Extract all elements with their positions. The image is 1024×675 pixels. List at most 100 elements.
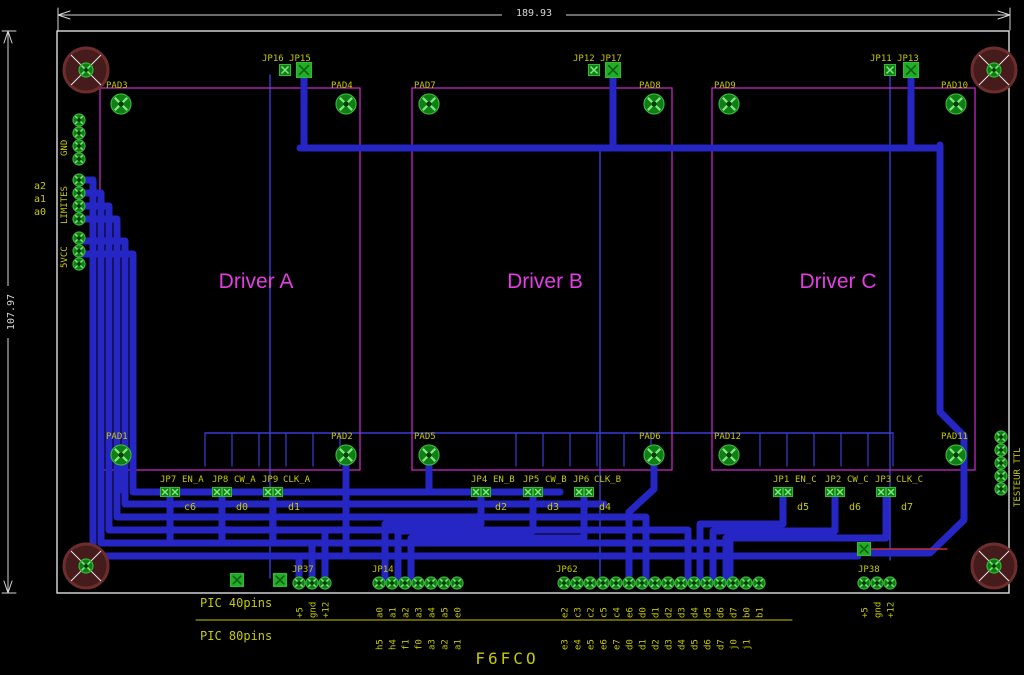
right-connector-pin[interactable] bbox=[994, 482, 1008, 496]
copper-trace[interactable] bbox=[625, 463, 658, 584]
hole-center-pad[interactable] bbox=[986, 62, 1002, 78]
left-connector-pin[interactable] bbox=[72, 186, 86, 200]
jp62-pin[interactable] bbox=[726, 576, 740, 590]
left-connector-pin[interactable] bbox=[72, 152, 86, 166]
pad-pad2[interactable] bbox=[335, 444, 357, 466]
jumper-pad[interactable] bbox=[470, 486, 482, 498]
jp62-pin[interactable] bbox=[739, 576, 753, 590]
jp62-pin[interactable] bbox=[635, 576, 649, 590]
left-connector-pin[interactable] bbox=[72, 126, 86, 140]
jp37-pin[interactable] bbox=[292, 576, 306, 590]
top-jumper-pad[interactable] bbox=[587, 63, 601, 77]
board-outline[interactable] bbox=[56, 30, 1010, 594]
left-connector-pin[interactable] bbox=[72, 139, 86, 153]
jp14-pin[interactable] bbox=[411, 576, 425, 590]
right-connector-pin[interactable] bbox=[994, 469, 1008, 483]
left-connector-pin[interactable] bbox=[72, 113, 86, 127]
solder-jumper-pad[interactable] bbox=[272, 572, 288, 588]
pad-pad3[interactable] bbox=[110, 93, 132, 115]
jp38-pin[interactable] bbox=[883, 576, 897, 590]
top-jumper-pad[interactable] bbox=[604, 61, 622, 79]
copper-trace[interactable] bbox=[78, 202, 692, 584]
mounting-hole[interactable] bbox=[62, 542, 110, 590]
jumper-pad[interactable] bbox=[480, 486, 492, 498]
jp62-pin[interactable] bbox=[622, 576, 636, 590]
jp62-pin[interactable] bbox=[609, 576, 623, 590]
pad-pad12[interactable] bbox=[718, 444, 740, 466]
pad-pad1[interactable] bbox=[110, 444, 132, 466]
jumper-pad[interactable] bbox=[782, 486, 794, 498]
jp62-pin[interactable] bbox=[648, 576, 662, 590]
right-connector-pin[interactable] bbox=[994, 443, 1008, 457]
jp38-pin[interactable] bbox=[870, 576, 884, 590]
right-connector-pin[interactable] bbox=[994, 456, 1008, 470]
left-connector-pin[interactable] bbox=[72, 231, 86, 245]
jp62-pin[interactable] bbox=[596, 576, 610, 590]
jumper-pad[interactable] bbox=[159, 486, 171, 498]
jp62-pin[interactable] bbox=[687, 576, 701, 590]
jp14-pin[interactable] bbox=[372, 576, 386, 590]
top-jumper-pad[interactable] bbox=[902, 61, 920, 79]
pad-pad8[interactable] bbox=[643, 93, 665, 115]
jumper-pad[interactable] bbox=[221, 486, 233, 498]
jp14-pin[interactable] bbox=[424, 576, 438, 590]
copper-trace[interactable] bbox=[78, 250, 564, 496]
jumper-pad[interactable] bbox=[885, 486, 897, 498]
hole-center-pad[interactable] bbox=[78, 558, 94, 574]
left-connector-pin[interactable] bbox=[72, 173, 86, 187]
jp62-pin[interactable] bbox=[557, 576, 571, 590]
top-jumper-pad[interactable] bbox=[278, 63, 292, 77]
top-jumper-pad[interactable] bbox=[295, 61, 313, 79]
copper-trace[interactable] bbox=[394, 493, 537, 584]
pad-pad6[interactable] bbox=[643, 444, 665, 466]
pad-pad4[interactable] bbox=[335, 93, 357, 115]
jp62-pin[interactable] bbox=[583, 576, 597, 590]
driver-outline-b[interactable] bbox=[411, 87, 673, 471]
jp62-pin[interactable] bbox=[674, 576, 688, 590]
copper-trace[interactable] bbox=[868, 141, 968, 557]
driver-outline-c[interactable] bbox=[711, 87, 976, 471]
jp37-pin[interactable] bbox=[318, 576, 332, 590]
jp62-pin[interactable] bbox=[713, 576, 727, 590]
pad-pad5[interactable] bbox=[418, 444, 440, 466]
hole-center-pad[interactable] bbox=[78, 62, 94, 78]
left-connector-pin[interactable] bbox=[72, 244, 86, 258]
jp62-pin[interactable] bbox=[700, 576, 714, 590]
jp62-pin[interactable] bbox=[661, 576, 675, 590]
jp14-pin[interactable] bbox=[437, 576, 451, 590]
copper-trace[interactable] bbox=[722, 493, 890, 584]
jumper-pad[interactable] bbox=[272, 486, 284, 498]
solder-jumper-pad[interactable] bbox=[856, 541, 872, 557]
jp14-pin[interactable] bbox=[385, 576, 399, 590]
jumper-pad[interactable] bbox=[573, 486, 585, 498]
copper-trace[interactable] bbox=[78, 176, 862, 560]
jumper-pad[interactable] bbox=[875, 486, 887, 498]
pad-pad10[interactable] bbox=[945, 93, 967, 115]
jumper-pad[interactable] bbox=[583, 486, 595, 498]
copper-trace[interactable] bbox=[696, 493, 787, 584]
left-connector-pin[interactable] bbox=[72, 212, 86, 226]
right-connector-pin[interactable] bbox=[994, 430, 1008, 444]
top-jumper-pad[interactable] bbox=[883, 63, 897, 77]
jp37-pin[interactable] bbox=[305, 576, 319, 590]
copper-trace[interactable] bbox=[78, 189, 734, 584]
jumper-pad[interactable] bbox=[522, 486, 534, 498]
jumper-pad[interactable] bbox=[772, 486, 784, 498]
jp14-pin[interactable] bbox=[450, 576, 464, 590]
left-connector-pin[interactable] bbox=[72, 199, 86, 213]
jp38-pin[interactable] bbox=[857, 576, 871, 590]
jumper-pad[interactable] bbox=[211, 486, 223, 498]
jp14-pin[interactable] bbox=[398, 576, 412, 590]
copper-trace[interactable] bbox=[78, 237, 608, 508]
hole-center-pad[interactable] bbox=[986, 558, 1002, 574]
jp62-pin[interactable] bbox=[752, 576, 766, 590]
jumper-pad[interactable] bbox=[262, 486, 274, 498]
left-connector-pin[interactable] bbox=[72, 257, 86, 271]
pad-pad7[interactable] bbox=[418, 93, 440, 115]
copper-trace[interactable] bbox=[407, 493, 588, 584]
jp62-pin[interactable] bbox=[570, 576, 584, 590]
mounting-hole[interactable] bbox=[62, 46, 110, 94]
mounting-hole[interactable] bbox=[970, 46, 1018, 94]
copper-trace[interactable] bbox=[381, 493, 485, 584]
jumper-pad[interactable] bbox=[824, 486, 836, 498]
